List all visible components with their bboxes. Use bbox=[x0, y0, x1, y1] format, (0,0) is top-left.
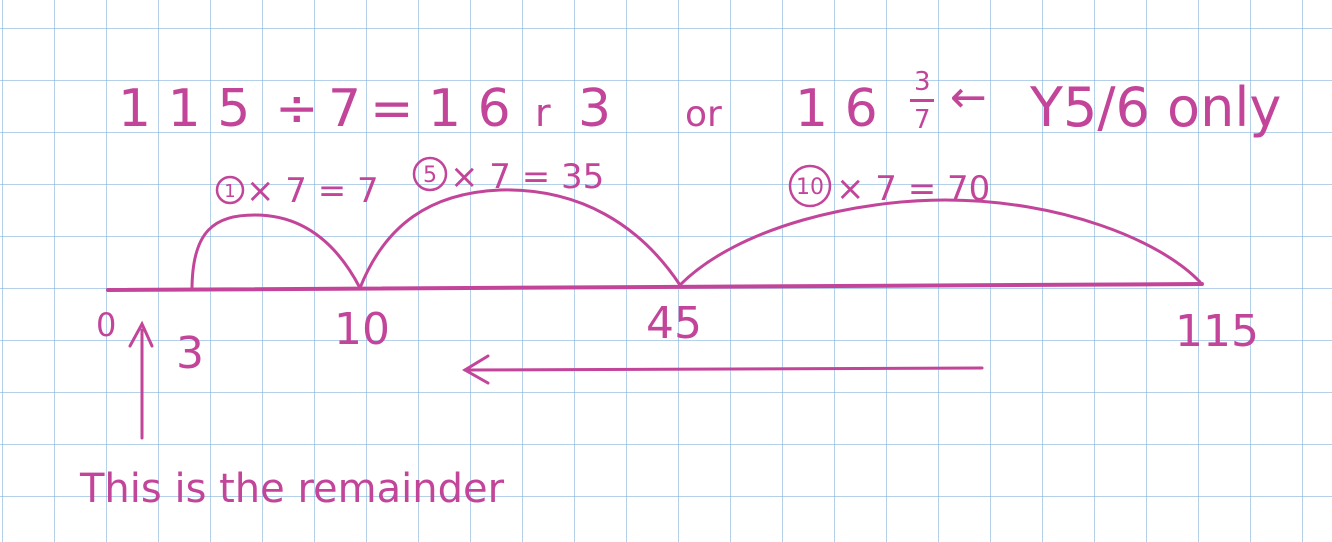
fraction-numerator: 3 bbox=[914, 67, 931, 97]
jump-multiplier: 1 bbox=[224, 181, 235, 202]
backward-arrow-head bbox=[462, 354, 490, 385]
jump-multiplier: 10 bbox=[796, 175, 824, 200]
dividend: 1 1 5 bbox=[118, 79, 250, 139]
equals-sign: = bbox=[370, 79, 414, 139]
tick-label: 0 bbox=[96, 306, 116, 344]
multiplier-circle bbox=[412, 156, 448, 192]
mixed-number-whole: 1 6 bbox=[795, 79, 878, 139]
fraction-bar bbox=[910, 99, 934, 102]
quotient: 1 6 bbox=[428, 79, 511, 139]
jump-arc-10-to-45 bbox=[358, 188, 682, 290]
tick-label: 3 bbox=[176, 328, 204, 379]
tick-label: 10 bbox=[334, 304, 390, 355]
jump-expression: × 7 = 70 bbox=[836, 169, 990, 209]
jump-arc-45-to-115 bbox=[678, 198, 1202, 287]
multiplier-circle bbox=[788, 164, 832, 208]
remainder-pointer-head bbox=[128, 320, 154, 348]
number-line-labels: 0 3 10 45 115 bbox=[96, 298, 1259, 379]
divide-sign: ÷ bbox=[275, 79, 319, 139]
left-arrow-icon: ← bbox=[950, 72, 987, 123]
fraction-denominator: 7 bbox=[914, 105, 931, 135]
division-equation: 1 1 5 ÷ 7 = 1 6 r 3 or 1 6 3 7 ← Y5/6 on… bbox=[118, 67, 1281, 139]
jump-label-1: 1 × 7 = 7 bbox=[215, 171, 379, 211]
remainder-note: This is the remainder bbox=[79, 466, 505, 512]
jump-expression: × 7 = 7 bbox=[246, 171, 379, 211]
jump-labels: 1 × 7 = 7 5 × 7 = 35 10 × 7 = 70 bbox=[215, 156, 990, 211]
number-line bbox=[106, 282, 1204, 292]
tick-label: 115 bbox=[1175, 306, 1259, 357]
remainder-mark: r bbox=[535, 91, 551, 135]
divisor: 7 bbox=[328, 79, 361, 139]
jump-arc-3-to-10 bbox=[190, 213, 362, 292]
tick-label: 45 bbox=[646, 298, 702, 349]
jump-multiplier: 5 bbox=[423, 163, 437, 188]
or-word: or bbox=[685, 94, 722, 135]
remainder-value: 3 bbox=[578, 79, 611, 139]
year-note: Y5/6 only bbox=[1029, 76, 1281, 139]
multiplier-circle bbox=[215, 175, 245, 205]
backward-arrow-shaft bbox=[463, 366, 984, 372]
